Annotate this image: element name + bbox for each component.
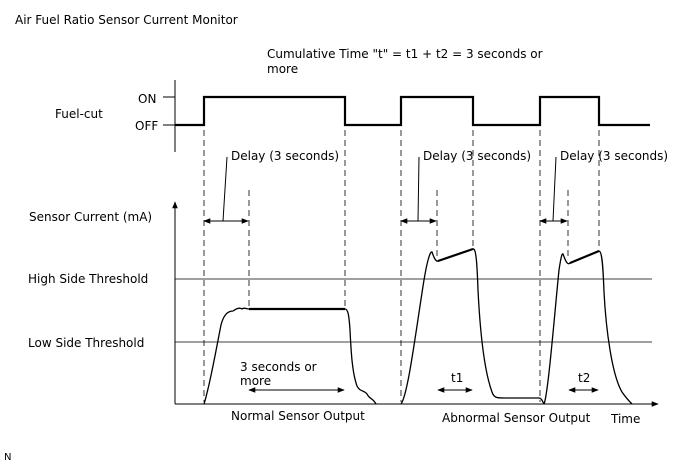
time-label: Time [610, 412, 640, 426]
delay-leader-1 [222, 156, 228, 222]
delay-label-1: Delay (3 seconds) [231, 149, 339, 163]
delay-label-2: Delay (3 seconds) [423, 149, 531, 163]
abnormal-rise-2 [569, 249, 600, 265]
t2-label: t2 [578, 371, 590, 385]
low-threshold-label: Low Side Threshold [28, 336, 144, 350]
abnormal-output-label: Abnormal Sensor Output [442, 411, 591, 425]
three-seconds-label: 3 seconds or [240, 360, 317, 374]
delay-leader-2 [417, 156, 420, 222]
on-label: ON [138, 92, 156, 106]
three-seconds-label-cont: more [240, 374, 271, 388]
delay-label-3: Delay (3 seconds) [560, 149, 668, 163]
delay-leader-3 [552, 156, 557, 222]
fuel-cut-label: Fuel-cut [55, 107, 103, 121]
sensor-current-label: Sensor Current (mA) [29, 210, 152, 224]
abnormal-rise-1 [437, 247, 474, 263]
diagram-title: Air Fuel Ratio Sensor Current Monitor [15, 13, 238, 27]
fuel-cut-signal [175, 95, 650, 127]
t1-label: t1 [451, 371, 463, 385]
high-threshold-label: High Side Threshold [28, 272, 148, 286]
off-label: OFF [135, 119, 158, 133]
cumulative-time-note: Cumulative Time "t" = t1 + t2 = 3 second… [267, 47, 543, 61]
timing-guides [203, 100, 600, 402]
normal-output-label: Normal Sensor Output [231, 409, 365, 423]
abnormal-curve-1 [400, 248, 545, 405]
cumulative-time-note-cont: more [267, 62, 298, 76]
corner-mark: N [4, 452, 11, 463]
